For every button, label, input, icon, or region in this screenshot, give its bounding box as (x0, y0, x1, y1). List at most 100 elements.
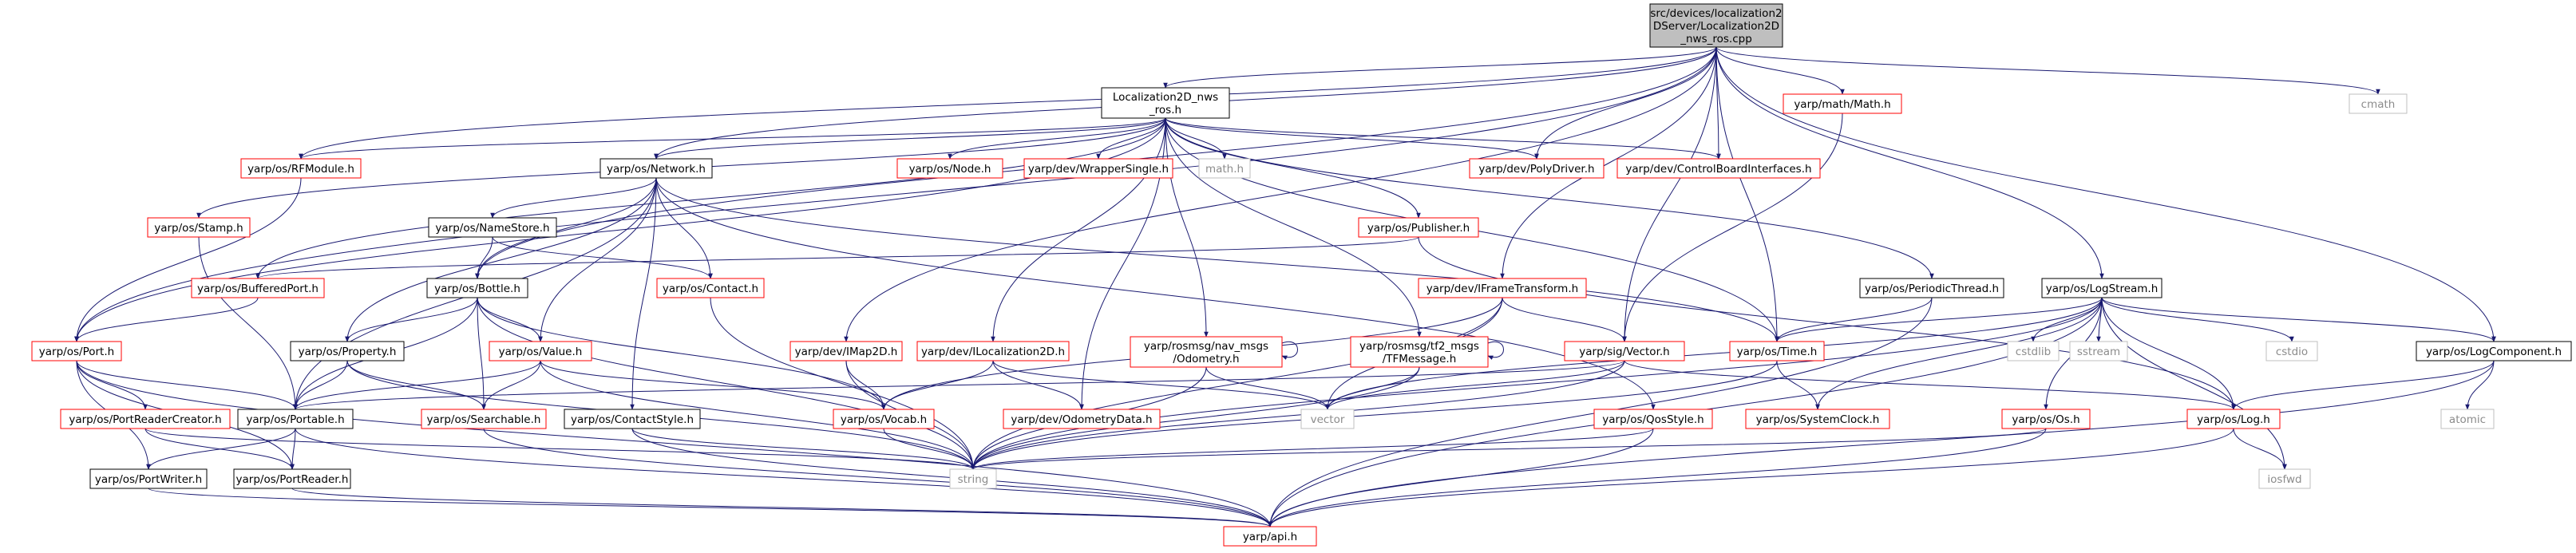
node-vocab[interactable]: yarp/os/Vocab.h (833, 409, 935, 429)
node-buffered-port[interactable]: yarp/os/BufferedPort.h (191, 278, 325, 298)
include-edge (1715, 46, 1779, 342)
node-contact[interactable]: yarp/os/Contact.h (656, 278, 765, 298)
node-imap2d[interactable]: yarp/dev/IMap2D.h (789, 341, 903, 361)
include-edge (971, 428, 2047, 470)
node-vector[interactable]: vector (1300, 409, 1355, 429)
node-namestore[interactable]: yarp/os/NameStore.h (428, 217, 557, 238)
include-edge (540, 360, 975, 470)
svg-text:yarp/os/Value.h: yarp/os/Value.h (499, 346, 583, 358)
svg-text:_ros.h: _ros.h (1149, 104, 1181, 117)
include-edge (1502, 297, 1627, 342)
node-ilocalization2d[interactable]: yarp/dev/ILocalization2D.h (916, 341, 1070, 361)
svg-text:yarp/os/PeriodicThread.h: yarp/os/PeriodicThread.h (1865, 282, 1999, 295)
node-cmath[interactable]: cmath (2348, 93, 2408, 114)
node-portable[interactable]: yarp/os/Portable.h (237, 409, 354, 429)
svg-text:yarp/os/Network.h: yarp/os/Network.h (607, 163, 706, 176)
node-publisher[interactable]: yarp/os/Publisher.h (1358, 217, 1479, 238)
svg-text:yarp/os/Property.h: yarp/os/Property.h (299, 346, 397, 358)
include-edge (477, 297, 543, 342)
svg-text:math.h: math.h (1205, 163, 1244, 176)
include-edge (475, 236, 493, 279)
include-edge (345, 297, 478, 342)
svg-text:yarp/os/Vocab.h: yarp/os/Vocab.h (841, 413, 927, 426)
node-string[interactable]: string (949, 468, 997, 489)
node-atomic[interactable]: atomic (2440, 409, 2495, 429)
node-iosfwd[interactable]: iosfwd (2258, 468, 2311, 489)
include-edge (1715, 46, 1845, 95)
node-localization2d-nws-ros-h[interactable]: Localization2D_nws _ros.h (1101, 87, 1230, 119)
include-edge (74, 297, 259, 342)
node-cstdlib[interactable]: cstdlib (2007, 341, 2060, 361)
svg-text:yarp/os/Contact.h: yarp/os/Contact.h (663, 282, 758, 295)
include-edge (290, 428, 296, 470)
include-edge (299, 117, 1166, 160)
svg-text:yarp/os/Node.h: yarp/os/Node.h (909, 163, 991, 176)
include-edge (992, 360, 1330, 410)
node-port[interactable]: yarp/os/Port.h (31, 341, 122, 361)
node-iframe-transform[interactable]: yarp/dev/IFrameTransform.h (1418, 278, 1587, 298)
svg-text:yarp/os/QosStyle.h: yarp/os/QosStyle.h (1602, 413, 1703, 426)
node-log-h[interactable]: yarp/os/Log.h (2186, 409, 2281, 429)
node-root-source[interactable]: src/devices/localization2 DServer/Locali… (1649, 3, 1783, 48)
node-network[interactable]: yarp/os/Network.h (599, 158, 713, 179)
node-sig-vector[interactable]: yarp/sig/Vector.h (1564, 341, 1685, 361)
include-edge (255, 236, 1419, 279)
node-qos-style[interactable]: yarp/os/QosStyle.h (1593, 409, 1713, 429)
node-system-clock[interactable]: yarp/os/SystemClock.h (1745, 409, 1890, 429)
node-odometry-data[interactable]: yarp/dev/OdometryData.h (1003, 409, 1161, 429)
svg-text:yarp/os/BufferedPort.h: yarp/os/BufferedPort.h (197, 282, 319, 295)
node-os-h[interactable]: yarp/os/Os.h (2001, 409, 2091, 429)
include-edge (481, 360, 541, 410)
node-rfmodule[interactable]: yarp/os/RFModule.h (240, 158, 362, 179)
include-edge (295, 428, 1272, 527)
node-math-h[interactable]: math.h (1198, 158, 1251, 179)
node-logstream[interactable]: yarp/os/LogStream.h (2041, 278, 2162, 298)
node-log-component[interactable]: yarp/os/LogComponent.h (2416, 341, 2572, 361)
include-edge (844, 46, 1717, 342)
include-edge (538, 177, 657, 342)
svg-text:yarp/os/Os.h: yarp/os/Os.h (2012, 413, 2079, 426)
node-sstream[interactable]: sstream (2069, 341, 2128, 361)
svg-text:cstdlib: cstdlib (2016, 346, 2051, 358)
node-time[interactable]: yarp/os/Time.h (1729, 341, 1825, 361)
node-yarp-api[interactable]: yarp/api.h (1223, 526, 1317, 547)
node-control-board-interfaces[interactable]: yarp/dev/ControlBoardInterfaces.h (1616, 158, 1821, 179)
node-yarp-os-node[interactable]: yarp/os/Node.h (896, 158, 1003, 179)
include-edge (2101, 297, 2287, 470)
node-port-writer[interactable]: yarp/os/PortWriter.h (89, 468, 208, 489)
include-edge (630, 177, 657, 410)
include-edge (293, 360, 348, 410)
node-bottle[interactable]: yarp/os/Bottle.h (426, 278, 528, 298)
node-yarp-math[interactable]: yarp/math/Math.h (1783, 93, 1902, 114)
node-port-reader[interactable]: yarp/os/PortReader.h (233, 468, 351, 489)
svg-text:iosfwd: iosfwd (2267, 473, 2301, 486)
node-stamp[interactable]: yarp/os/Stamp.h (147, 217, 251, 238)
node-property[interactable]: yarp/os/Property.h (290, 341, 405, 361)
node-contact-style[interactable]: yarp/os/ContactStyle.h (564, 409, 701, 429)
svg-text:yarp/dev/WrapperSingle.h: yarp/dev/WrapperSingle.h (1028, 163, 1169, 176)
include-edge (1163, 46, 1717, 89)
include-edge (76, 360, 298, 410)
node-value[interactable]: yarp/os/Value.h (489, 341, 592, 361)
node-cstdio[interactable]: cstdio (2265, 341, 2318, 361)
node-nav-msgs-odometry[interactable]: yarp/rosmsg/nav_msgs /Odometry.h (1130, 336, 1283, 368)
svg-text:yarp/dev/PolyDriver.h: yarp/dev/PolyDriver.h (1478, 163, 1594, 176)
include-edge (144, 428, 295, 470)
include-edge (345, 177, 657, 342)
include-edge (490, 177, 657, 219)
svg-text:atomic: atomic (2449, 413, 2486, 426)
node-tf2-msgs-tfmessage[interactable]: yarp/rosmsg/tf2_msgs /TFMessage.h (1350, 336, 1489, 368)
include-edge (1165, 117, 1934, 279)
include-edge (2101, 297, 2294, 342)
node-searchable[interactable]: yarp/os/Searchable.h (421, 409, 547, 429)
node-port-reader-creator[interactable]: yarp/os/PortReaderCreator.h (60, 409, 231, 429)
svg-text:yarp/os/Publisher.h: yarp/os/Publisher.h (1367, 222, 1470, 235)
node-periodic-thread[interactable]: yarp/os/PeriodicThread.h (1859, 278, 2004, 298)
include-edge (710, 297, 975, 470)
node-wrapper-single[interactable]: yarp/dev/WrapperSingle.h (1023, 158, 1173, 179)
include-edge (883, 428, 975, 470)
include-edge (148, 488, 1272, 527)
node-polydriver[interactable]: yarp/dev/PolyDriver.h (1469, 158, 1605, 179)
svg-text:yarp/dev/IFrameTransform.h: yarp/dev/IFrameTransform.h (1426, 282, 1578, 295)
